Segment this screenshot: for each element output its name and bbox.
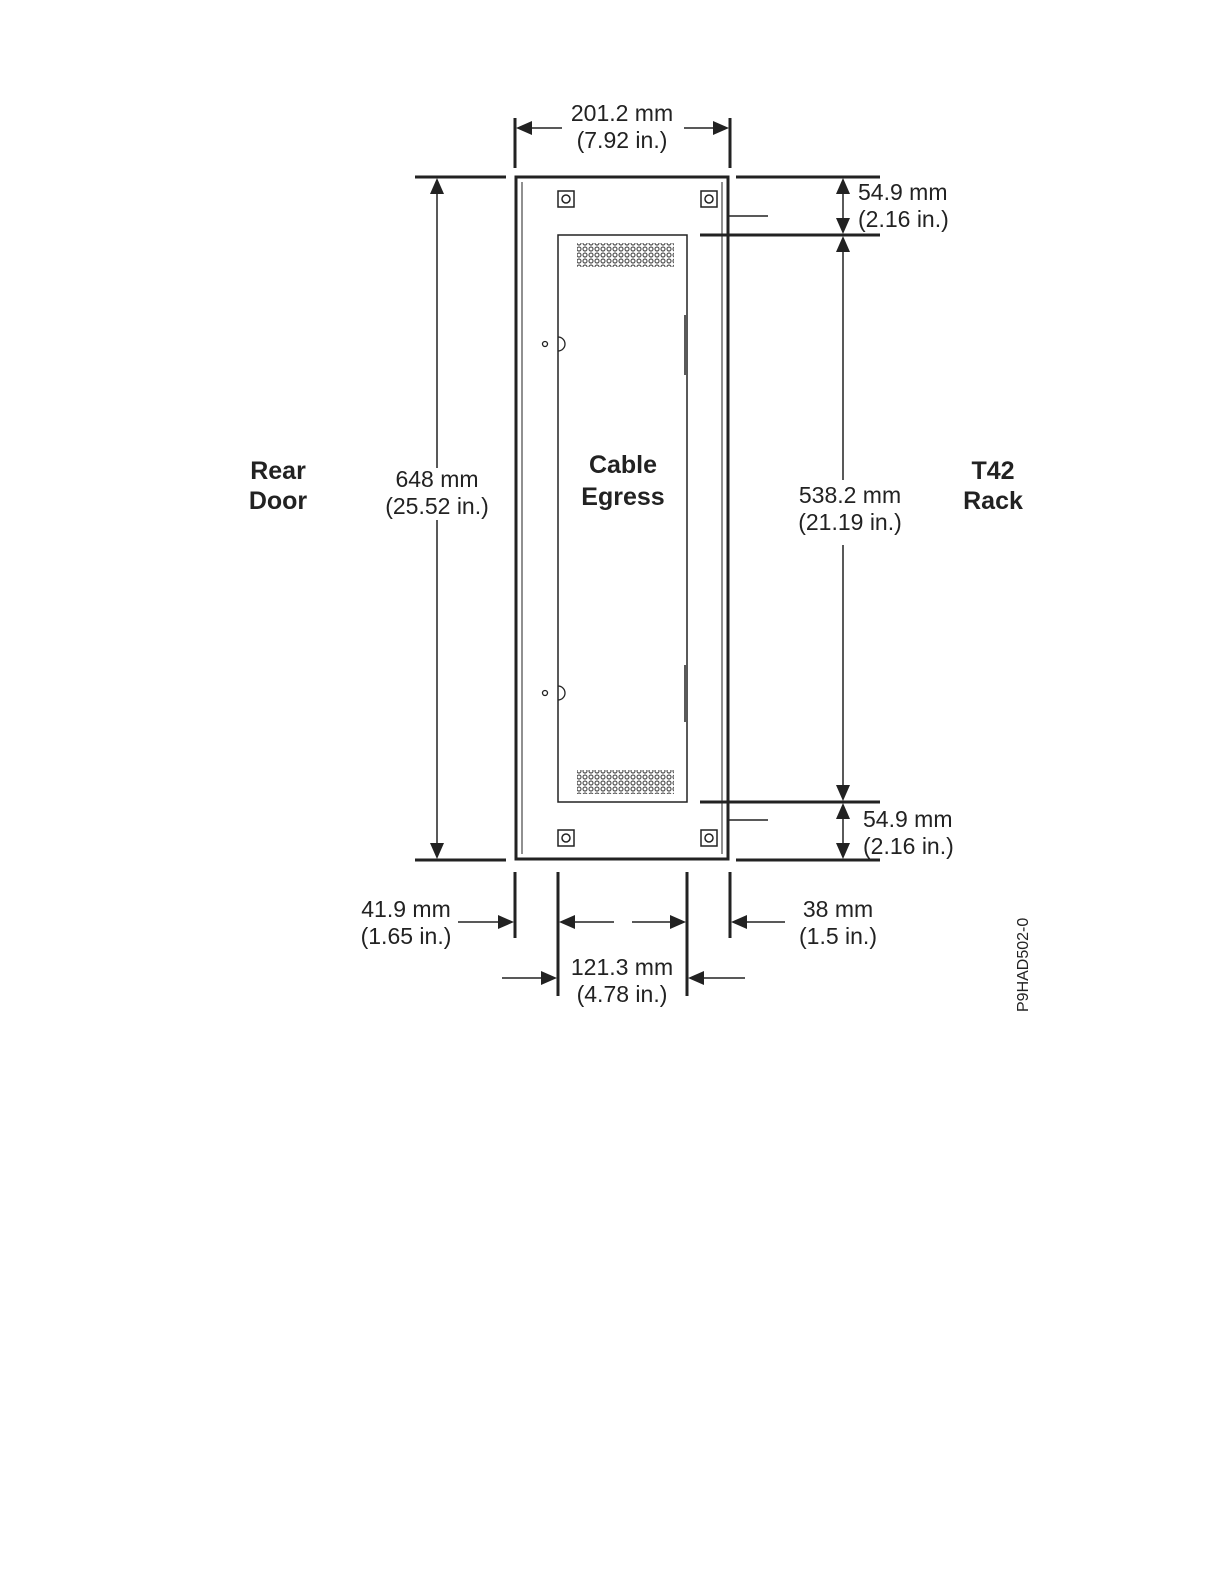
arrow-up-icon — [430, 178, 444, 194]
rear-door-line2: Door — [249, 487, 308, 515]
dim-top-margin: 54.9 mm (2.16 in.) — [858, 179, 949, 232]
t42-rack-line2: Rack — [963, 487, 1023, 515]
arrow-down-icon — [836, 785, 850, 801]
dim-left-offset: 41.9 mm (1.65 in.) — [361, 896, 452, 949]
arrow-up-icon — [836, 803, 850, 819]
dim-opening-height-in: (21.19 in.) — [798, 509, 902, 535]
dim-left-offset-in: (1.65 in.) — [361, 923, 452, 949]
panel — [516, 177, 768, 859]
dim-bottom-margin: 54.9 mm (2.16 in.) — [863, 806, 954, 859]
screw-icon — [701, 830, 717, 846]
arrow-down-icon — [836, 843, 850, 859]
arrow-left-icon — [688, 971, 704, 985]
dim-overall-height-mm: 648 mm — [395, 466, 478, 492]
dim-top-width-mm: 201.2 mm — [571, 100, 673, 126]
arrow-down-icon — [836, 218, 850, 234]
dim-bottom-margin-in: (2.16 in.) — [863, 833, 954, 859]
rear-door-line1: Rear — [250, 457, 306, 485]
arrow-right-icon — [498, 915, 514, 929]
arrow-down-icon — [430, 843, 444, 859]
dim-opening-width-mm: 121.3 mm — [571, 954, 673, 980]
cable-egress-line2: Egress — [581, 483, 664, 511]
dim-opening-height: 538.2 mm (21.19 in.) — [798, 482, 902, 535]
dim-right-offset: 38 mm (1.5 in.) — [799, 896, 877, 949]
cable-egress-label: Cable Egress — [581, 451, 664, 511]
dim-opening-width: 121.3 mm (4.78 in.) — [571, 954, 673, 1007]
screw-icon — [701, 191, 717, 207]
t42-rack-line1: T42 — [971, 457, 1014, 485]
dim-top-margin-mm: 54.9 mm — [858, 179, 947, 205]
dim-overall-height: 648 mm (25.52 in.) — [385, 466, 489, 519]
t42-rack-label: T42 Rack — [963, 457, 1023, 515]
arrow-left-icon — [516, 121, 532, 135]
dim-top-margin-in: (2.16 in.) — [858, 206, 949, 232]
latch-icon — [543, 337, 566, 351]
rear-door-label: Rear Door — [249, 457, 308, 515]
dim-top-width: 201.2 mm (7.92 in.) — [571, 100, 673, 153]
vent-top — [577, 243, 674, 267]
cable-egress-opening — [558, 235, 687, 802]
dim-right-offset-in: (1.5 in.) — [799, 923, 877, 949]
dim-bottom-margin-mm: 54.9 mm — [863, 806, 952, 832]
dim-top-width-in: (7.92 in.) — [577, 127, 668, 153]
arrow-right-icon — [541, 971, 557, 985]
dim-left-offset-mm: 41.9 mm — [361, 896, 450, 922]
arrow-left-icon — [731, 915, 747, 929]
dim-opening-height-mm: 538.2 mm — [799, 482, 901, 508]
arrow-left-icon — [559, 915, 575, 929]
vent-bottom — [577, 770, 674, 794]
arrow-up-icon — [836, 178, 850, 194]
arrow-right-icon — [713, 121, 729, 135]
arrow-right-icon — [670, 915, 686, 929]
figure-id: P9HAD502-0 — [1015, 918, 1032, 1012]
panel-outline — [516, 177, 728, 859]
latch-icon — [543, 686, 566, 700]
screw-icon — [558, 191, 574, 207]
arrow-up-icon — [836, 236, 850, 252]
screw-icon — [558, 830, 574, 846]
cable-egress-line1: Cable — [589, 451, 657, 479]
dim-opening-width-in: (4.78 in.) — [577, 981, 668, 1007]
dim-overall-height-in: (25.52 in.) — [385, 493, 489, 519]
dim-right-offset-mm: 38 mm — [803, 896, 873, 922]
